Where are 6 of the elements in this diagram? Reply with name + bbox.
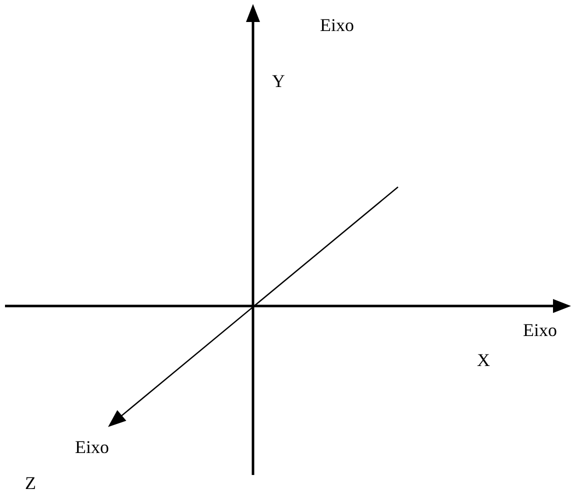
axis-letter: X: [477, 351, 490, 369]
axis-label: Eixo: [75, 438, 109, 456]
axis-letter: Z: [25, 474, 36, 492]
axis-letter: Y: [272, 72, 285, 90]
axis-label: Eixo: [320, 16, 354, 34]
axis-label: Eixo: [523, 321, 557, 339]
